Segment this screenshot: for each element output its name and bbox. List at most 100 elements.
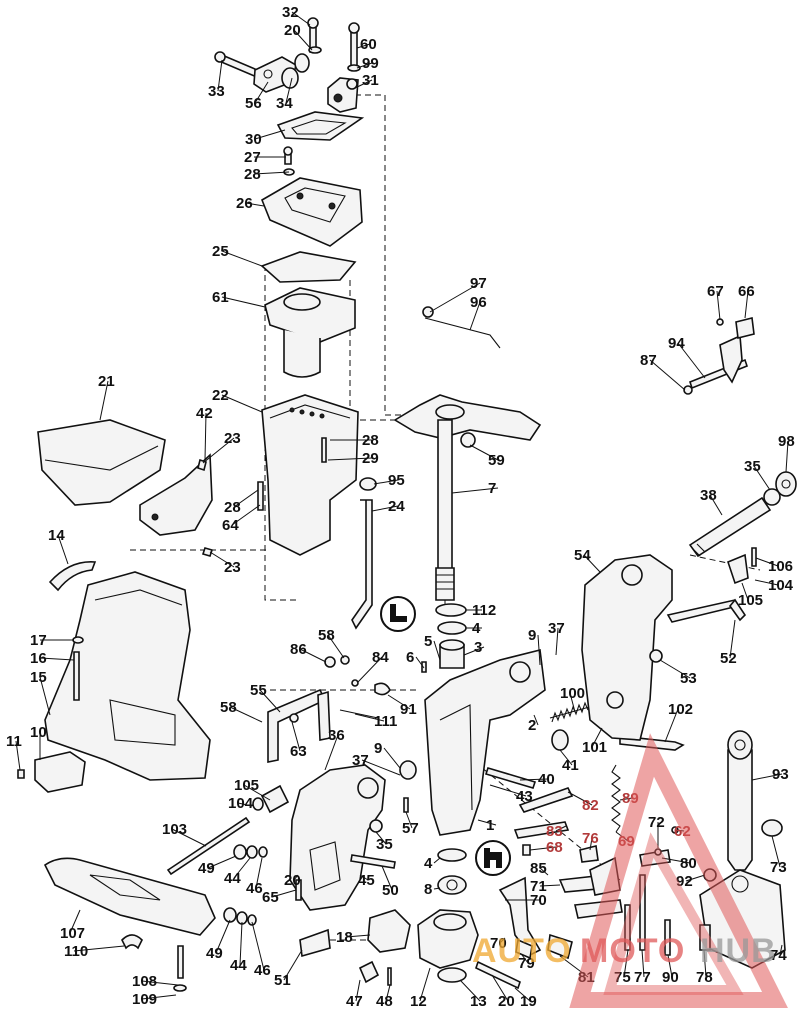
leader-line-68 [529,846,557,851]
callout-label-1: 1 [486,817,494,834]
leader-line-90 [667,954,673,978]
leader-line-24 [371,505,399,512]
leader-line-23b [209,551,235,568]
callout-label-109: 109 [132,991,157,1008]
leader-line-13 [459,979,481,1002]
callout-label-82: 82 [582,797,599,814]
callout-label-23a: 23 [224,430,241,447]
callout-label-85: 85 [530,860,547,877]
callout-label-106: 106 [768,558,793,575]
leader-line-104a [754,579,779,586]
callout-label-59: 59 [488,452,505,469]
leader-line-50 [381,865,393,891]
leader-line-38 [709,494,723,516]
callout-label-112: 112 [472,602,496,619]
leader-line-30 [254,129,286,140]
leader-line-22 [221,394,263,413]
leader-line-111 [354,713,385,722]
callout-label-94: 94 [668,335,685,352]
leader-line-71 [539,884,561,887]
leader-line-49a [207,855,237,869]
leader-line-40 [519,778,549,781]
leader-line-63 [291,721,301,752]
watermark-part3: HUB [700,932,777,970]
callout-label-25: 25 [212,243,229,260]
leader-line-25 [221,250,263,267]
leader-line-98 [785,440,789,473]
callout-label-7: 7 [488,480,496,497]
callout-label-16: 16 [30,650,47,667]
gearcase [17,571,211,793]
leader-line-84 [357,656,383,683]
callout-label-9b: 9 [374,740,382,757]
leader-line-45 [359,874,369,881]
leader-line-85 [539,867,549,876]
callout-label-61: 61 [212,289,229,306]
leader-line-52 [729,619,736,659]
callout-label-18: 18 [336,929,353,946]
callout-label-3: 3 [474,639,482,656]
callout-label-70b: 70 [490,935,507,952]
callout-label-30: 30 [245,131,262,148]
swivel-lower [417,848,521,990]
callout-label-76: 76 [582,830,599,847]
leader-line-102 [664,708,679,743]
callout-label-48: 48 [376,993,393,1010]
callout-label-75: 75 [614,969,631,986]
leader-line-31 [354,79,373,89]
leader-line-6 [415,656,425,669]
callout-label-104a: 104 [768,577,794,594]
callout-label-4b: 4 [424,855,433,872]
callout-label-98: 98 [778,433,795,450]
leader-line-37b [361,759,401,776]
callout-label-29: 29 [362,450,379,467]
leader-line-56 [254,81,269,104]
leader-line-83 [555,825,567,832]
leader-line-101 [591,727,603,748]
callout-label-26: 26 [236,195,253,212]
leader-line-41 [559,749,573,766]
leader-line-18 [345,934,371,938]
callout-label-108: 108 [132,973,157,990]
callout-label-46b: 46 [254,962,271,979]
leader-line-21 [99,380,109,421]
leader-line-1 [477,819,497,826]
leader-line-92 [685,874,706,882]
callout-label-31: 31 [362,72,379,89]
leader-line-91 [387,694,411,710]
callout-label-35a: 35 [744,458,761,475]
leader-line-55 [259,689,281,713]
driveshaft-housing [257,394,377,630]
callout-label-58b: 58 [220,699,237,716]
callout-label-50: 50 [382,882,399,899]
leader-line-3 [463,646,485,656]
leader-line-23a [202,437,235,464]
callout-label-13: 13 [470,993,487,1010]
callout-label-79: 79 [518,955,535,972]
callout-label-20b: 20 [284,872,301,889]
leader-line-108 [141,980,179,986]
callout-label-49b: 49 [206,945,223,962]
callout-label-66: 66 [738,283,755,300]
callout-label-90: 90 [662,969,679,986]
callout-label-22: 22 [212,387,229,404]
leader-line-43 [489,784,527,797]
callout-label-9a: 9 [528,627,536,644]
callout-label-21: 21 [98,373,115,390]
leader-line-34 [285,77,293,104]
callout-label-36: 36 [328,727,345,744]
callout-label-97: 97 [470,275,487,292]
callout-label-101: 101 [582,739,607,756]
leader-line-59 [469,444,499,461]
callout-label-77: 77 [634,969,651,986]
leader-line-97 [429,282,481,313]
leader-line-82 [567,791,593,806]
leader-line-44a [233,857,251,879]
leader-line-51 [283,949,303,981]
callout-label-64: 64 [222,517,239,534]
callout-label-23b: 23 [224,559,241,576]
callout-label-47: 47 [346,993,363,1010]
leader-line-46b [251,921,265,971]
callout-label-33: 33 [208,83,225,100]
